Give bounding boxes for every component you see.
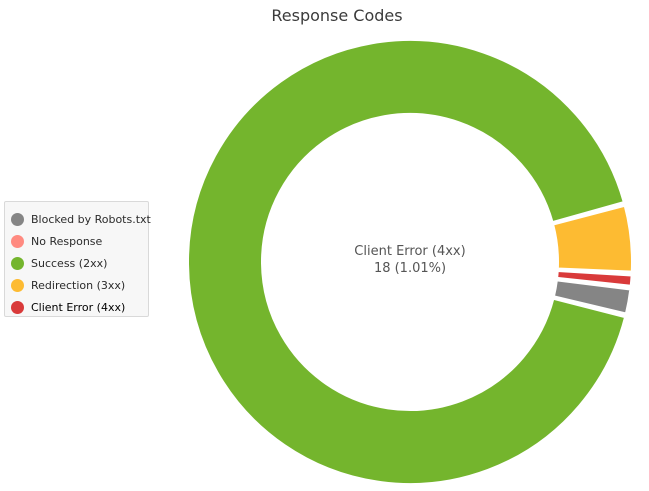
legend-label-blocked-by-robots: Blocked by Robots.txt <box>31 212 151 226</box>
legend-swatch-redirection <box>11 278 24 292</box>
donut-center-label: Client Error (4xx) 18 (1.01%) <box>310 243 510 277</box>
legend-label-success: Success (2xx) <box>31 256 108 270</box>
legend-item-no-response[interactable]: No Response <box>11 230 148 252</box>
slice-client-error[interactable] <box>556 269 633 287</box>
slice-redirection[interactable] <box>551 204 633 273</box>
legend-swatch-success <box>11 256 24 270</box>
center-value-label: 18 (1.01%) <box>373 261 447 276</box>
slice-success[interactable] <box>187 39 627 485</box>
legend-item-client-error[interactable]: Client Error (4xx) <box>11 296 148 318</box>
legend-label-redirection: Redirection (3xx) <box>31 278 126 292</box>
legend-swatch-blocked-by-robots <box>11 212 24 226</box>
legend-label-client-error: Client Error (4xx) <box>31 300 126 314</box>
legend-swatch-client-error <box>11 300 24 314</box>
legend-item-redirection[interactable]: Redirection (3xx) <box>11 274 148 296</box>
legend-label-no-response: No Response <box>31 234 103 248</box>
slice-blocked-by-robots[interactable] <box>552 279 632 315</box>
legend-swatch-no-response <box>11 234 24 248</box>
legend-item-success[interactable]: Success (2xx) <box>11 252 148 274</box>
legend-item-blocked-by-robots[interactable]: Blocked by Robots.txt <box>11 208 151 230</box>
center-category-label: Client Error (4xx) <box>354 244 466 259</box>
legend: Blocked by Robots.txt No Response Succes… <box>4 201 151 318</box>
chart-title: Response Codes <box>271 6 403 25</box>
